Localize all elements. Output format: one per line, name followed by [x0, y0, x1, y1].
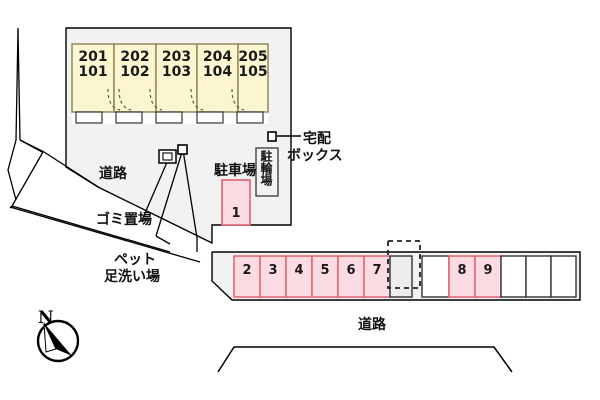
- unit-lower-105: 105: [238, 64, 268, 80]
- parking-stall-9: [474, 255, 502, 298]
- unit-label-205-105: 205 105: [236, 50, 270, 80]
- unit-lower-101: 101: [78, 64, 108, 80]
- unit-label-203-103: 203 103: [156, 50, 197, 80]
- unit-upper-202: 202: [120, 49, 150, 65]
- parking-stall-4-number: 4: [294, 263, 304, 278]
- unit-block-205-105: [237, 43, 269, 113]
- delivery-box-label-line2: ボックス: [287, 148, 343, 164]
- unit-upper-204: 204: [202, 49, 233, 65]
- delivery-box-marker: [267, 131, 277, 142]
- parking-stall-blank-c: [500, 255, 527, 298]
- parking-stall-5-number: 5: [320, 263, 330, 278]
- unit-upper-205: 205: [238, 49, 268, 65]
- pet-wash-marker: [177, 144, 188, 155]
- reserved-dashed-area: [387, 240, 421, 289]
- parking-stall-1: [221, 179, 251, 226]
- parking-stall-2-number: 2: [242, 263, 252, 278]
- bicycle-parking-label: 駐輪場: [259, 150, 273, 186]
- unit-lower-102: 102: [120, 64, 150, 80]
- road-left-label: 道路: [99, 166, 127, 182]
- parking-stall-blank-b: [421, 255, 450, 298]
- unit-upper-203: 203: [161, 49, 192, 65]
- unit-label-204-104: 204 104: [197, 50, 238, 80]
- road-left-edges: [9, 139, 201, 263]
- parking-stall-6-number: 6: [346, 263, 356, 278]
- compass-rose: [36, 319, 80, 363]
- road-bottom-edge: [217, 346, 513, 373]
- parking-stall-2: [233, 255, 261, 298]
- parking-stall-7: [363, 255, 391, 298]
- unit-entry-stoops: [75, 111, 264, 124]
- unit-upper-201: 201: [78, 49, 108, 65]
- garbage-area-label: ゴミ置場: [96, 212, 152, 228]
- parking-stall-9-number: 9: [483, 263, 493, 278]
- unit-door-swings: [107, 88, 245, 111]
- bicycle-parking-area: [255, 147, 279, 197]
- amenity-leader-lines: [141, 149, 198, 252]
- property-boundary-lines: [7, 28, 171, 253]
- parking-stall-blank-d: [525, 255, 552, 298]
- parking-stall-blank-e: [550, 255, 577, 298]
- unit-block-203-103: [155, 43, 198, 113]
- pet-wash-label-line2: 足洗い場: [104, 269, 160, 285]
- delivery-box-label-line1: 宅配: [303, 131, 331, 147]
- unit-label-202-102: 202 102: [114, 50, 156, 80]
- south-parking-lot-outline: [211, 251, 581, 301]
- parking-lot-label: 駐車場: [214, 163, 256, 179]
- compass-north-label: N: [38, 308, 54, 328]
- parking-stall-1-number: 1: [231, 206, 241, 221]
- parking-stall-3: [259, 255, 287, 298]
- parking-stall-5: [311, 255, 339, 298]
- pet-wash-label-line1: ペット: [114, 252, 156, 268]
- garbage-area-marker-inner: [162, 152, 173, 161]
- unit-lower-104: 104: [202, 64, 233, 80]
- parking-stall-blank-a: [389, 255, 413, 298]
- unit-lower-103: 103: [161, 64, 192, 80]
- south-parking-stalls: [233, 255, 577, 298]
- unit-label-201-101: 201 101: [72, 50, 114, 80]
- parking-stall-8-number: 8: [457, 263, 467, 278]
- parking-stall-3-number: 3: [268, 263, 278, 278]
- road-bottom-label: 道路: [358, 317, 386, 333]
- parking-stall-7-number: 7: [372, 263, 382, 278]
- parking-stall-6: [337, 255, 365, 298]
